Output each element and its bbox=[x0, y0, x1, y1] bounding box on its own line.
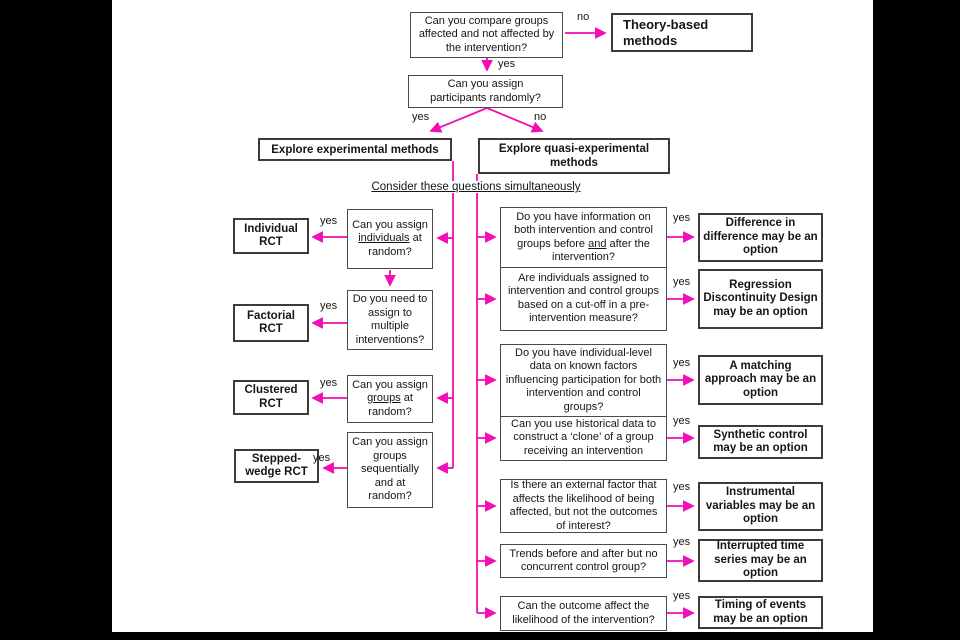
question-text: Are individuals assigned to intervention… bbox=[507, 271, 660, 325]
question-text: Trends before and after but no concurren… bbox=[509, 547, 658, 574]
result-interrupted-time-series: Interrupted time series may be an option bbox=[698, 539, 823, 582]
yes-label: yes bbox=[673, 357, 691, 369]
explore-experimental-box: Explore experimental methods bbox=[258, 138, 452, 161]
yes-label: yes bbox=[673, 276, 691, 288]
question-multiple-interventions: Do you need to assign to multiple interv… bbox=[347, 290, 433, 350]
question-assign-groups: Can you assign groups at random? bbox=[347, 375, 433, 423]
question-external-factor: Is there an external factor that affects… bbox=[500, 479, 667, 533]
result-instrumental-variables: Instrumental variables may be an option bbox=[698, 482, 823, 531]
question-text: Can you compare groups affected and not … bbox=[418, 14, 555, 54]
yes-label: yes bbox=[320, 300, 338, 312]
question-assign-randomly: Can you assign participants randomly? bbox=[408, 75, 563, 108]
question-info-before-after: Do you have information on both interven… bbox=[500, 207, 667, 268]
yes-label: yes bbox=[673, 212, 691, 224]
yes-label: yes bbox=[498, 58, 516, 70]
result-stepped-wedge-rct: Stepped-wedge RCT bbox=[234, 449, 319, 483]
question-text: Can you use historical data to construct… bbox=[511, 417, 656, 457]
yes-label: yes bbox=[313, 452, 331, 464]
question-text: Can the outcome affect the likelihood of… bbox=[512, 600, 655, 626]
result-text: Difference in difference may be an optio… bbox=[703, 217, 818, 257]
result-text: Synthetic control may be an option bbox=[713, 428, 808, 455]
header-text: Explore experimental methods bbox=[271, 143, 439, 156]
question-individual-level-data: Do you have individual-level data on kno… bbox=[500, 344, 667, 417]
result-timing-of-events: Timing of events may be an option bbox=[698, 596, 823, 629]
question-text: Do you have individual-level data on kno… bbox=[505, 346, 662, 413]
header-text: Explore quasi-experimental methods bbox=[498, 143, 650, 169]
question-text: Can you assign individuals at random? bbox=[352, 218, 428, 258]
yes-label: yes bbox=[673, 590, 691, 602]
question-text: Can you assign groups at random? bbox=[352, 378, 428, 418]
result-factorial-rct: Factorial RCT bbox=[233, 304, 309, 342]
result-text: Stepped-wedge RCT bbox=[245, 452, 308, 479]
result-text: Individual RCT bbox=[244, 222, 298, 249]
question-text: Can you assign groups sequentially and a… bbox=[352, 436, 428, 503]
yes-label: yes bbox=[320, 215, 338, 227]
question-text: Do you have information on both interven… bbox=[514, 210, 653, 264]
yes-label: yes bbox=[412, 111, 430, 123]
result-individual-rct: Individual RCT bbox=[233, 218, 309, 254]
yes-label: yes bbox=[673, 415, 691, 427]
result-difference-in-difference: Difference in difference may be an optio… bbox=[698, 213, 823, 262]
yes-label: yes bbox=[673, 536, 691, 548]
result-matching-approach: A matching approach may be an option bbox=[698, 355, 823, 405]
result-text: Clustered RCT bbox=[244, 384, 298, 410]
no-label: no bbox=[577, 11, 590, 23]
theory-based-methods-box: Theory-based methods bbox=[611, 13, 753, 52]
result-text: Instrumental variables may be an option bbox=[705, 486, 816, 526]
question-outcome-affects-intervention: Can the outcome affect the likelihood of… bbox=[500, 596, 667, 631]
yes-label: yes bbox=[320, 377, 338, 389]
question-groups-sequentially: Can you assign groups sequentially and a… bbox=[347, 432, 433, 508]
result-text: Regression Discontinuity Design may be a… bbox=[703, 278, 818, 318]
result-text: Interrupted time series may be an option bbox=[714, 540, 807, 580]
result-regression-discontinuity: Regression Discontinuity Design may be a… bbox=[698, 269, 823, 329]
result-synthetic-control: Synthetic control may be an option bbox=[698, 425, 823, 459]
explore-quasi-experimental-box: Explore quasi-experimental methods bbox=[478, 138, 670, 174]
result-text: A matching approach may be an option bbox=[704, 359, 817, 399]
result-clustered-rct: Clustered RCT bbox=[233, 380, 309, 415]
no-label: no bbox=[534, 111, 547, 123]
result-text: Timing of events may be an option bbox=[713, 599, 808, 625]
yes-label: yes bbox=[673, 481, 691, 493]
result-text: Factorial RCT bbox=[247, 309, 295, 336]
theory-text: Theory-based methods bbox=[623, 16, 709, 48]
question-text: Is there an external factor that affects… bbox=[509, 479, 658, 532]
question-text: Can you assign participants randomly? bbox=[430, 78, 541, 104]
question-trends-no-control: Trends before and after but no concurren… bbox=[500, 544, 667, 578]
question-cutoff-assignment: Are individuals assigned to intervention… bbox=[500, 266, 667, 331]
question-historical-clone: Can you use historical data to construct… bbox=[500, 415, 667, 461]
consider-note: Consider these questions simultaneously bbox=[362, 181, 590, 193]
question-compare-groups: Can you compare groups affected and not … bbox=[410, 12, 563, 58]
question-text: Do you need to assign to multiple interv… bbox=[352, 293, 428, 346]
question-assign-individuals: Can you assign individuals at random? bbox=[347, 209, 433, 269]
